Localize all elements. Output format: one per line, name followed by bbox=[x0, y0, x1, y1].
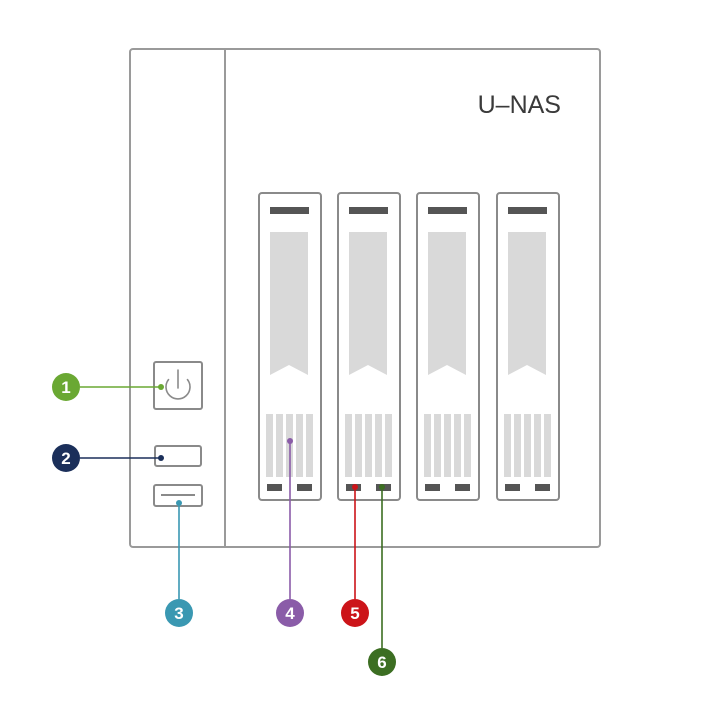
callout-badge bbox=[165, 599, 193, 627]
callout-dot bbox=[176, 500, 182, 506]
callout-front-indicator: 2 bbox=[52, 444, 164, 472]
drive-activity-led bbox=[455, 484, 470, 491]
callout-badge bbox=[368, 648, 396, 676]
drive-bay-handle bbox=[270, 207, 309, 214]
vent-slot bbox=[524, 414, 531, 477]
drive-bay-vent bbox=[424, 414, 471, 477]
drive-bay[interactable] bbox=[416, 192, 480, 501]
vent-slot bbox=[306, 414, 313, 477]
vent-slot bbox=[375, 414, 382, 477]
vent-slot bbox=[296, 414, 303, 477]
callout-number: 4 bbox=[285, 604, 295, 623]
drive-bay-label-panel bbox=[349, 232, 387, 375]
callout-dot bbox=[379, 484, 385, 490]
vent-slot bbox=[444, 414, 451, 477]
callout-dot bbox=[352, 484, 358, 490]
callout-dot bbox=[158, 384, 164, 390]
drive-activity-led bbox=[535, 484, 550, 491]
drive-status-led bbox=[505, 484, 520, 491]
vent-slot bbox=[534, 414, 541, 477]
vent-slot bbox=[385, 414, 392, 477]
callout-badge bbox=[52, 444, 80, 472]
callout-number: 2 bbox=[61, 449, 70, 468]
drive-bay-label-panel bbox=[508, 232, 546, 375]
vent-slot bbox=[355, 414, 362, 477]
vent-slot bbox=[544, 414, 551, 477]
drive-bay[interactable] bbox=[496, 192, 560, 501]
drive-status-led bbox=[425, 484, 440, 491]
vent-slot bbox=[365, 414, 372, 477]
callout-badge bbox=[276, 599, 304, 627]
callout-number: 1 bbox=[61, 378, 70, 397]
callout-badge bbox=[341, 599, 369, 627]
callout-usb-port: 3 bbox=[165, 500, 193, 627]
callout-power-button: 1 bbox=[52, 373, 164, 401]
drive-bay-vent bbox=[504, 414, 551, 477]
callout-number: 5 bbox=[350, 604, 359, 623]
vent-slot bbox=[276, 414, 283, 477]
vent-slot bbox=[424, 414, 431, 477]
vent-slot bbox=[434, 414, 441, 477]
drive-bay-handle bbox=[428, 207, 467, 214]
callout-dot bbox=[158, 455, 164, 461]
drive-status-led bbox=[267, 484, 282, 491]
vent-slot bbox=[454, 414, 461, 477]
power-button[interactable] bbox=[153, 361, 203, 410]
power-icon bbox=[165, 369, 191, 400]
vent-slot bbox=[266, 414, 273, 477]
drive-activity-led bbox=[297, 484, 312, 491]
drive-bays bbox=[258, 192, 560, 501]
callout-number: 6 bbox=[377, 653, 386, 672]
vent-slot bbox=[345, 414, 352, 477]
brand-label: U–NAS bbox=[478, 91, 561, 119]
callout-drive-bay-vent: 4 bbox=[276, 438, 304, 627]
drive-bay[interactable] bbox=[337, 192, 401, 501]
callout-number: 3 bbox=[174, 604, 183, 623]
callout-drive-activity-led: 6 bbox=[368, 484, 396, 676]
callout-dot bbox=[287, 438, 293, 444]
vent-slot bbox=[464, 414, 471, 477]
drive-bay-handle bbox=[508, 207, 547, 214]
usb-port[interactable] bbox=[153, 484, 203, 507]
vent-slot bbox=[504, 414, 511, 477]
front-indicator[interactable] bbox=[154, 445, 202, 467]
callout-drive-status-led: 5 bbox=[341, 484, 369, 627]
drive-bay-handle bbox=[349, 207, 388, 214]
callout-badge bbox=[52, 373, 80, 401]
drive-bay-vent bbox=[345, 414, 392, 477]
drive-bay-label-panel bbox=[270, 232, 308, 375]
vent-slot bbox=[514, 414, 521, 477]
callouts: 1 2 3 4 5 6 bbox=[52, 373, 396, 676]
drive-bay-label-panel bbox=[428, 232, 466, 375]
